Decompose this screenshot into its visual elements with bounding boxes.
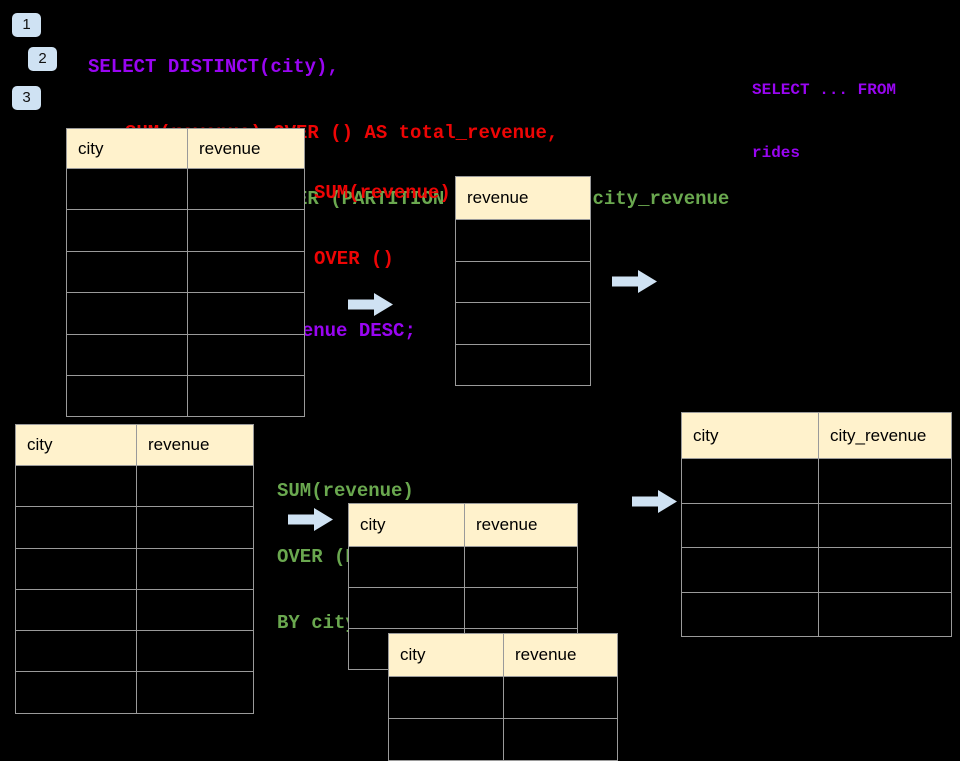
table-cell-empty bbox=[349, 587, 464, 628]
table-cell-empty bbox=[682, 591, 818, 637]
table-cell-empty bbox=[503, 676, 617, 718]
table-cell-empty bbox=[16, 547, 136, 589]
table-cell-empty bbox=[456, 302, 590, 344]
table-cell-empty bbox=[464, 587, 577, 628]
table-cell-empty bbox=[187, 250, 304, 293]
table-cell-empty bbox=[67, 209, 187, 250]
table-cell-empty bbox=[818, 547, 951, 592]
table-cell-empty bbox=[503, 718, 617, 760]
table-cell-empty bbox=[16, 588, 136, 630]
table-cell-empty bbox=[818, 591, 951, 636]
table-cell-empty bbox=[16, 671, 136, 712]
table-cell-empty bbox=[16, 630, 136, 671]
column-header: revenue bbox=[136, 425, 253, 465]
table-cell-empty bbox=[464, 546, 577, 587]
column-header: city bbox=[349, 504, 464, 546]
column-header: city bbox=[16, 425, 136, 465]
table-cell-empty bbox=[682, 502, 818, 548]
table-cell-empty bbox=[187, 374, 304, 417]
table-cell-empty bbox=[456, 260, 590, 303]
table-cell-empty bbox=[187, 209, 304, 251]
annotation-line: OVER () bbox=[314, 248, 394, 270]
annotation-line: SUM(revenue) bbox=[277, 480, 414, 502]
column-header: city bbox=[682, 413, 818, 458]
context-note-line: rides bbox=[752, 144, 801, 162]
table-cell-empty bbox=[349, 546, 464, 587]
table-cell-empty bbox=[67, 250, 187, 292]
flow-arrow-icon bbox=[632, 490, 677, 513]
flow-arrow-icon bbox=[348, 293, 393, 316]
table-cell-empty bbox=[67, 168, 187, 209]
table-cell-empty bbox=[136, 588, 253, 631]
column-header: city bbox=[67, 129, 187, 168]
table-cell-empty bbox=[16, 465, 136, 506]
flow-arrow-icon bbox=[288, 508, 333, 531]
table-cell-empty bbox=[136, 465, 253, 507]
total-revenue-annotation: SUM(revenue) OVER () bbox=[314, 138, 451, 292]
table-cell-empty bbox=[456, 343, 590, 386]
column-header: revenue bbox=[464, 504, 577, 546]
table-cell-empty bbox=[136, 630, 253, 672]
context-note-line: SELECT ... FROM bbox=[752, 81, 897, 99]
column-header: revenue bbox=[503, 634, 617, 676]
sql-line-select: SELECT DISTINCT(city), bbox=[88, 56, 339, 78]
step-badge-2: 2 bbox=[28, 47, 57, 71]
table-cell-empty bbox=[187, 292, 304, 334]
table-cell-empty bbox=[67, 292, 187, 333]
column-header: city_revenue bbox=[818, 413, 951, 458]
column-header: revenue bbox=[187, 129, 304, 168]
table-cell-empty bbox=[67, 374, 187, 416]
table-cell-empty bbox=[136, 671, 253, 713]
table-cell-empty bbox=[456, 219, 590, 261]
table-cell-empty bbox=[187, 333, 304, 375]
table-cell-empty bbox=[389, 718, 503, 760]
table-cell-empty bbox=[187, 168, 304, 210]
table-cell-empty bbox=[136, 547, 253, 589]
table-cell-empty bbox=[818, 458, 951, 503]
flow-arrow-icon bbox=[612, 270, 657, 293]
table-cell-empty bbox=[16, 506, 136, 547]
step-badge-3: 3 bbox=[12, 86, 41, 110]
step-badge-1: 1 bbox=[12, 13, 41, 37]
table-cell-empty bbox=[682, 458, 818, 503]
table-cell-empty bbox=[67, 333, 187, 375]
sql-context-note: SELECT ... FROM rides bbox=[752, 38, 896, 185]
column-header: city bbox=[389, 634, 503, 676]
table-cell-empty bbox=[349, 628, 464, 669]
table-cell-empty bbox=[818, 502, 951, 547]
table-total-revenue-result: revenue bbox=[455, 176, 591, 386]
table-cell-empty bbox=[389, 676, 503, 718]
table-cell-empty bbox=[136, 506, 253, 548]
annotation-line: SUM(revenue) bbox=[314, 182, 451, 204]
table-cell-empty bbox=[682, 547, 818, 592]
column-header: revenue bbox=[456, 177, 590, 219]
